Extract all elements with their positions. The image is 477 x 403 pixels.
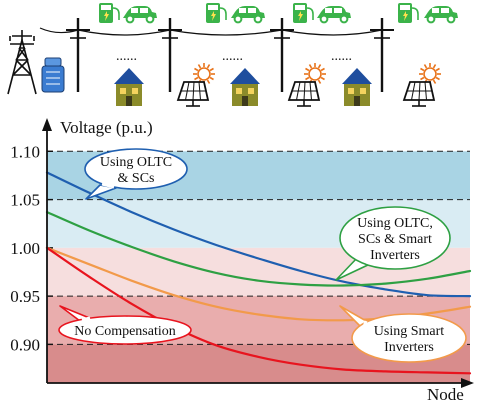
solar-panel-icon bbox=[402, 81, 436, 107]
ev-charger-icon bbox=[99, 3, 120, 23]
callout-label: SCs & Smart bbox=[358, 232, 432, 247]
callout-label: Using OLTC, bbox=[357, 216, 433, 231]
y-tick-label: 0.95 bbox=[10, 287, 40, 306]
electric-car-icon bbox=[231, 6, 265, 24]
y-tick-label: 1.10 bbox=[10, 142, 40, 161]
house-icon bbox=[342, 68, 372, 106]
distribution-wire bbox=[39, 27, 383, 36]
callout-label: Using Smart bbox=[374, 324, 445, 339]
series-line bbox=[45, 211, 472, 287]
callout-label: & SCs bbox=[118, 171, 155, 186]
utility-pole-icon bbox=[66, 18, 90, 92]
series-line bbox=[45, 171, 472, 298]
callout-label: Inverters bbox=[370, 248, 420, 263]
ellipsis-dots: ...... bbox=[116, 49, 137, 64]
callout-label: Using OLTC bbox=[100, 155, 172, 170]
house-icon bbox=[230, 68, 260, 106]
x-axis-title: Node bbox=[427, 385, 464, 403]
solar-panel-icon bbox=[287, 81, 321, 107]
x-axis-arrow-icon bbox=[461, 378, 474, 388]
callout-label: No Compensation bbox=[74, 324, 176, 339]
series-line bbox=[45, 246, 472, 375]
ev-charger-icon bbox=[293, 3, 314, 23]
electric-car-icon bbox=[424, 6, 458, 24]
series-callout: No Compensation bbox=[58, 305, 192, 345]
ev-charger-icon bbox=[398, 3, 419, 23]
electric-car-icon bbox=[317, 6, 351, 24]
y-axis-title: Voltage (p.u.) bbox=[60, 118, 153, 137]
house-icon bbox=[114, 68, 144, 106]
utility-pole-icon bbox=[270, 18, 294, 92]
utility-pole-icon bbox=[158, 18, 182, 92]
y-ticks: 1.10 1.05 1.00 0.95 0.90 bbox=[10, 142, 53, 354]
ellipsis-dots: ...... bbox=[222, 49, 243, 64]
y-tick-label: 1.00 bbox=[10, 239, 40, 258]
transformer-icon bbox=[41, 57, 65, 93]
y-tick-label: 0.90 bbox=[10, 335, 40, 354]
ev-charger-icon bbox=[206, 3, 227, 23]
sun-icon bbox=[419, 63, 441, 85]
utility-pole-icon bbox=[370, 18, 394, 92]
y-tick-label: 1.05 bbox=[10, 191, 40, 210]
series-callout: Using OLTC& SCs bbox=[84, 148, 188, 200]
sun-icon bbox=[304, 63, 326, 85]
callout-label: Inverters bbox=[384, 340, 434, 355]
transmission-tower-icon bbox=[7, 30, 37, 95]
electric-car-icon bbox=[123, 6, 157, 24]
voltage-profile-chart: 1.101.051.000.950.90 Using OLTC& SCsUsin… bbox=[10, 118, 474, 403]
ellipsis-dots: ...... bbox=[331, 49, 352, 64]
solar-panel-icon bbox=[176, 81, 210, 107]
distribution-network-illustration: ...... ...... ...... bbox=[7, 3, 458, 107]
y-axis-arrow-icon bbox=[42, 118, 52, 131]
